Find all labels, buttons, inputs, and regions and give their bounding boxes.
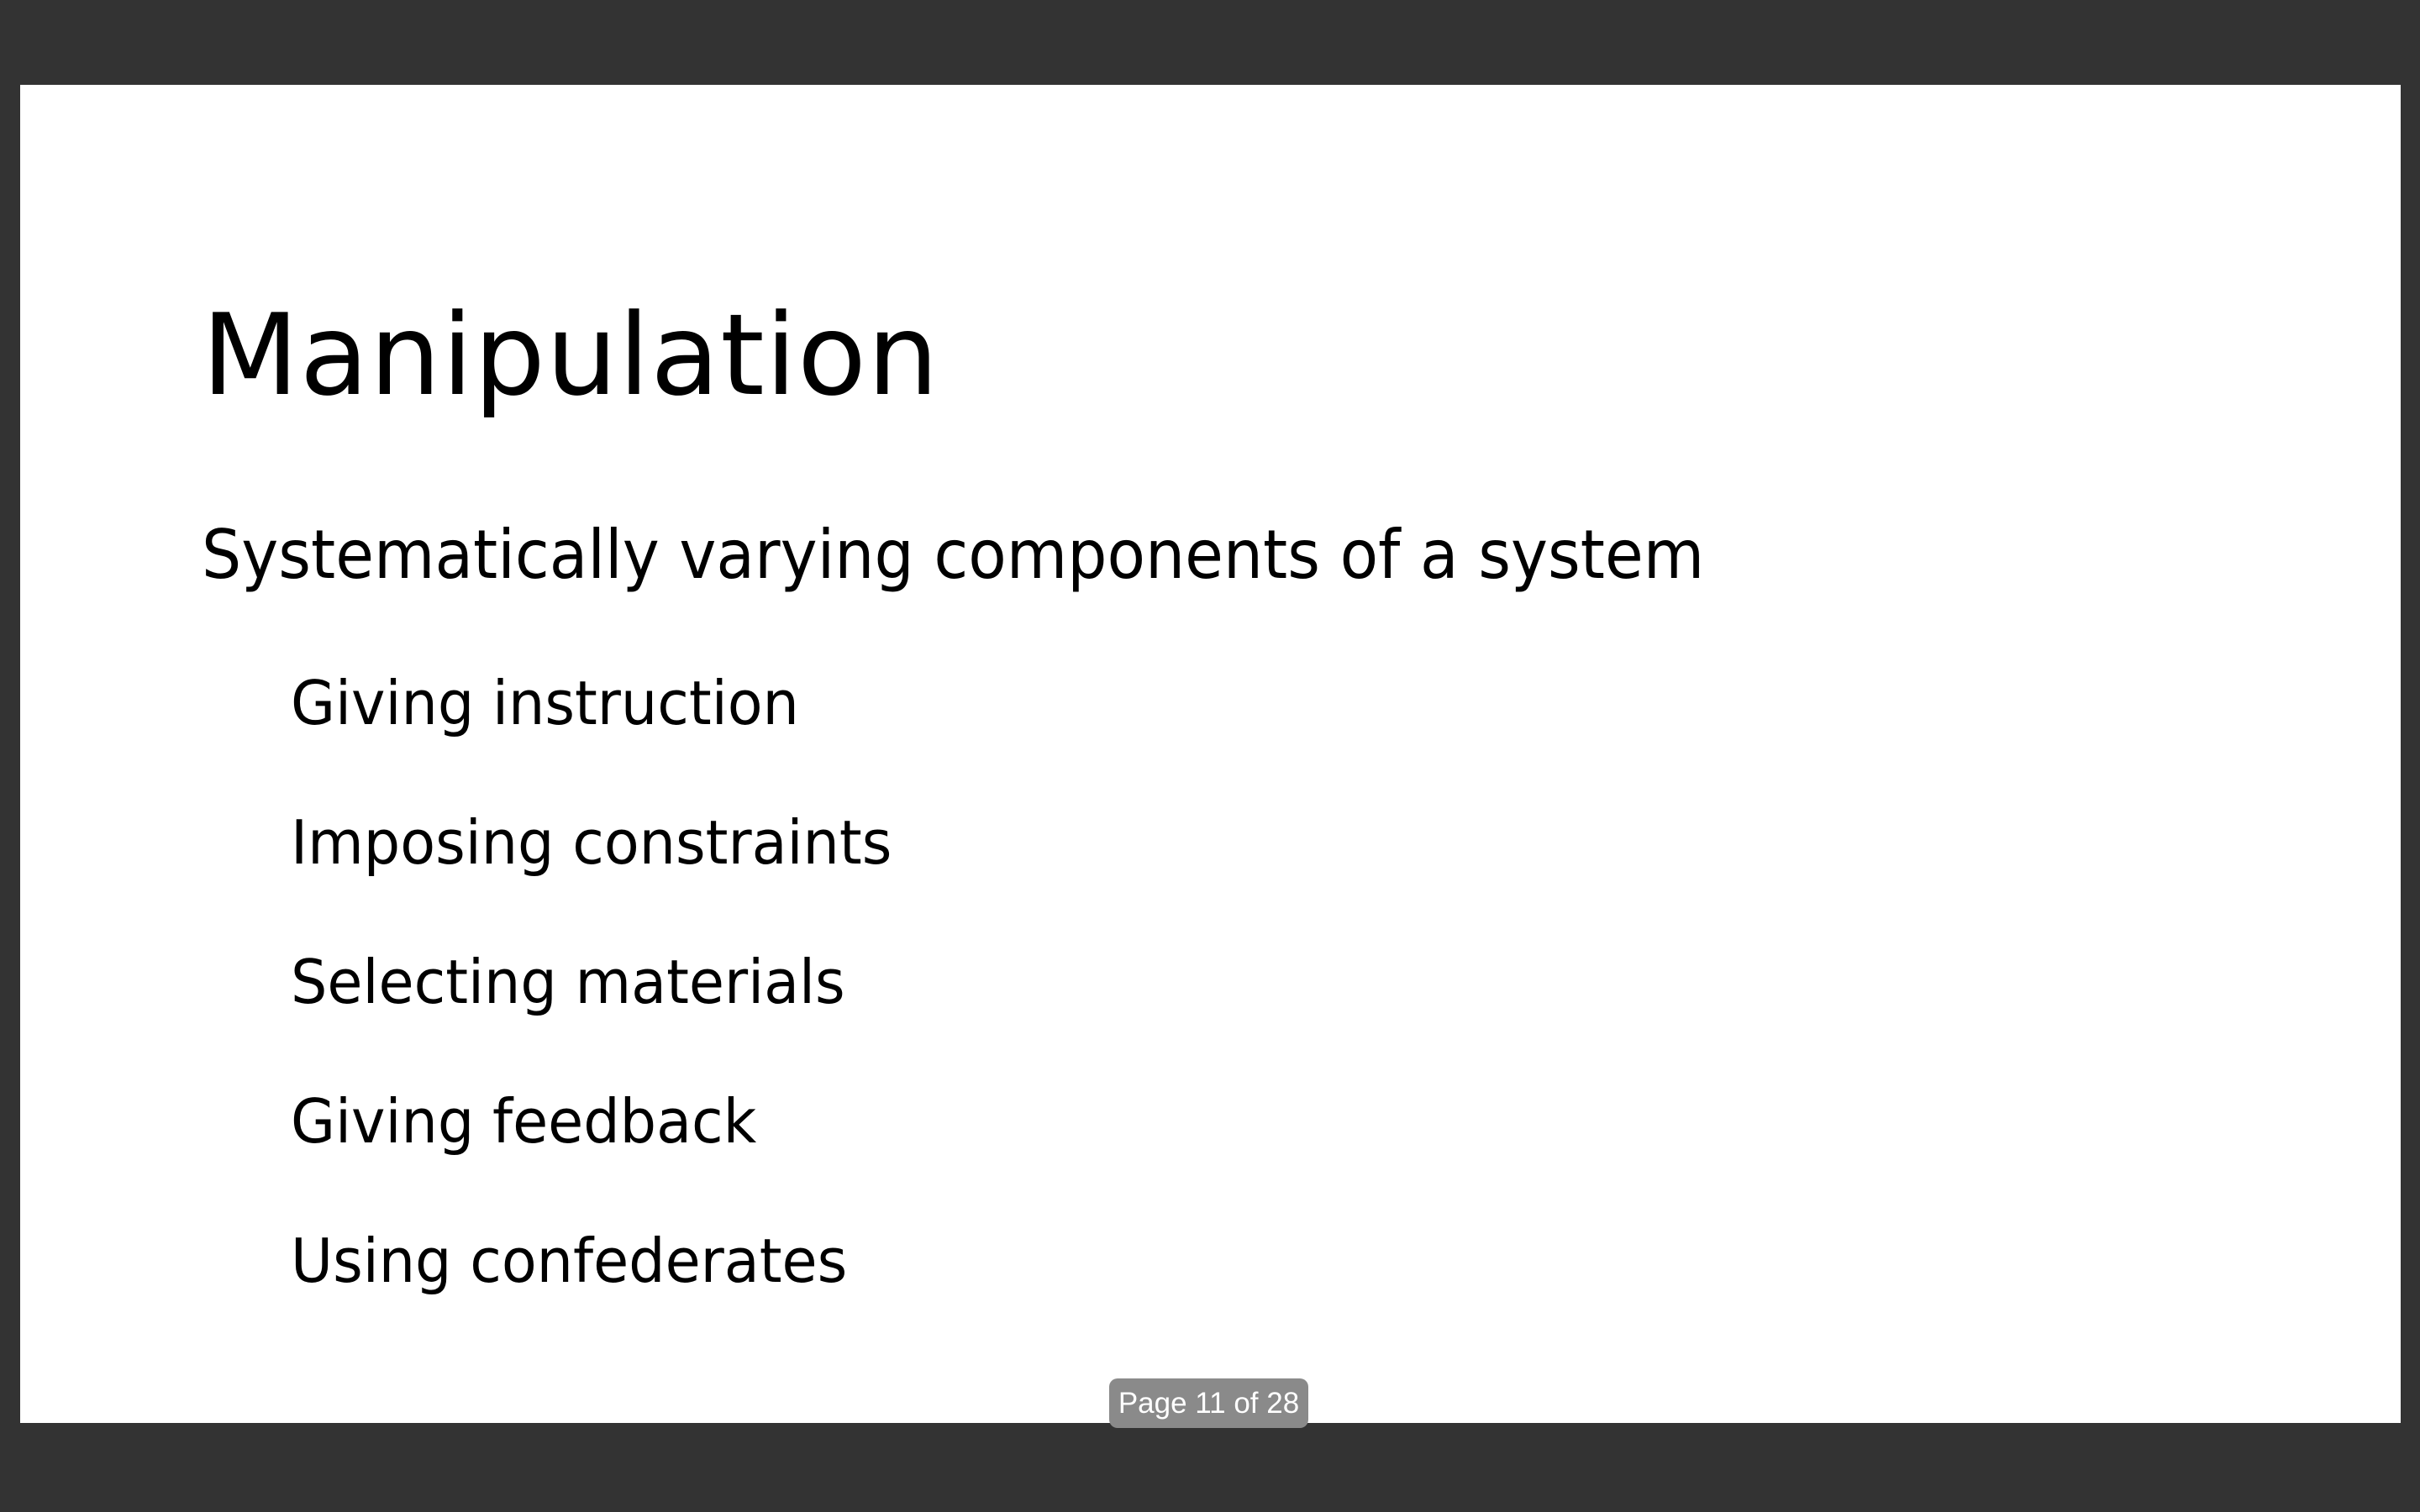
bullet-item: Using confederates bbox=[291, 1226, 848, 1296]
slide-body-text: Systematically varying components of a s… bbox=[202, 516, 1705, 594]
bullet-list: Giving instruction Imposing constraints … bbox=[291, 673, 923, 1370]
slide-page: Manipulation Systematically varying comp… bbox=[20, 85, 2401, 1423]
page-indicator: Page 11 of 28 bbox=[1109, 1378, 1308, 1428]
bullet-item: Imposing constraints bbox=[291, 807, 892, 878]
bullet-item: Giving instruction bbox=[291, 668, 799, 738]
bullet-item: Giving feedback bbox=[291, 1086, 757, 1157]
slide-title: Manipulation bbox=[202, 290, 939, 421]
bullet-item: Selecting materials bbox=[291, 947, 845, 1017]
